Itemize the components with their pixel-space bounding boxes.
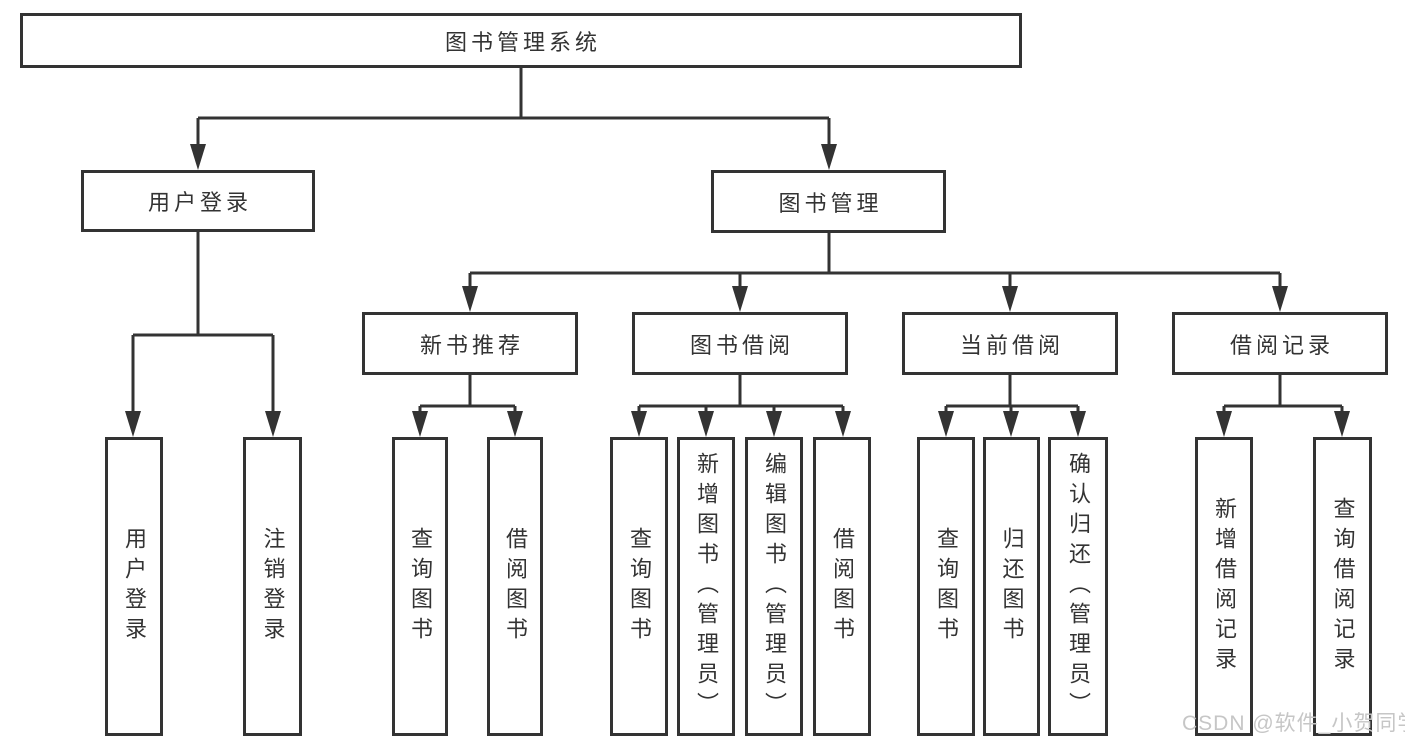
leaf-query-books-borrow: 查询图书: [610, 437, 668, 736]
node-book-borrow: 图书借阅: [632, 312, 848, 375]
leaf-query-borrow-record: 查询借阅记录: [1313, 437, 1372, 736]
csdn-watermark: CSDN @软件_小贺同学: [1182, 712, 1405, 735]
leaf-return-books: 归还图书: [983, 437, 1040, 736]
leaf-user-login: 用户登录: [105, 437, 163, 736]
leaf-label: 借阅图书: [830, 526, 855, 647]
leaf-borrow-books-recommend: 借阅图书: [487, 437, 543, 736]
leaf-label: 查询借阅记录: [1330, 496, 1356, 677]
node-label: 用户登录: [147, 190, 252, 215]
node-label: 图书借阅: [689, 332, 794, 358]
leaf-query-books-recommend: 查询图书: [392, 437, 448, 736]
leaf-label: 归还图书: [999, 526, 1025, 647]
connector-current-borrow: [938, 375, 1086, 437]
node-label: 当前借阅: [959, 332, 1064, 358]
node-label: 图书管理系统: [444, 29, 601, 55]
leaf-confirm-return-admin: 确认归还（管理员）: [1048, 437, 1108, 736]
leaf-add-borrow-record: 新增借阅记录: [1195, 437, 1253, 736]
connector-new-book-recommend: [412, 375, 523, 437]
leaf-label: 确认归还（管理员）: [1066, 451, 1091, 722]
leaf-label: 新增借阅记录: [1212, 496, 1237, 677]
node-library-management-system: 图书管理系统: [20, 13, 1022, 68]
connector-borrow-records: [1216, 375, 1350, 437]
node-user-login: 用户登录: [81, 170, 315, 232]
node-label: 图书管理: [778, 190, 883, 216]
leaf-label: 查询图书: [408, 526, 433, 647]
leaf-label: 注销登录: [260, 526, 286, 647]
leaf-label: 新增图书（管理员）: [694, 451, 719, 722]
node-current-borrow: 当前借阅: [902, 312, 1118, 375]
leaf-label: 用户登录: [122, 526, 147, 647]
node-label: 新书推荐: [419, 332, 524, 358]
leaf-logout: 注销登录: [243, 437, 302, 736]
leaf-label: 借阅图书: [503, 526, 528, 647]
leaf-borrow-books: 借阅图书: [813, 437, 871, 736]
leaf-label: 查询图书: [627, 526, 652, 647]
node-book-management: 图书管理: [711, 170, 946, 233]
node-new-book-recommend: 新书推荐: [362, 312, 578, 375]
node-label: 借阅记录: [1229, 332, 1334, 358]
leaf-label: 查询图书: [934, 526, 959, 647]
leaf-label: 编辑图书（管理员）: [762, 451, 787, 722]
leaf-query-books-current: 查询图书: [917, 437, 975, 736]
leaf-edit-books-admin: 编辑图书（管理员）: [745, 437, 803, 736]
connector-user-login: [125, 232, 281, 437]
connector-book-borrow: [631, 375, 851, 437]
leaf-add-books-admin: 新增图书（管理员）: [677, 437, 735, 736]
connector-root: [190, 68, 837, 170]
node-borrow-records: 借阅记录: [1172, 312, 1388, 375]
connector-book-management: [462, 233, 1288, 312]
